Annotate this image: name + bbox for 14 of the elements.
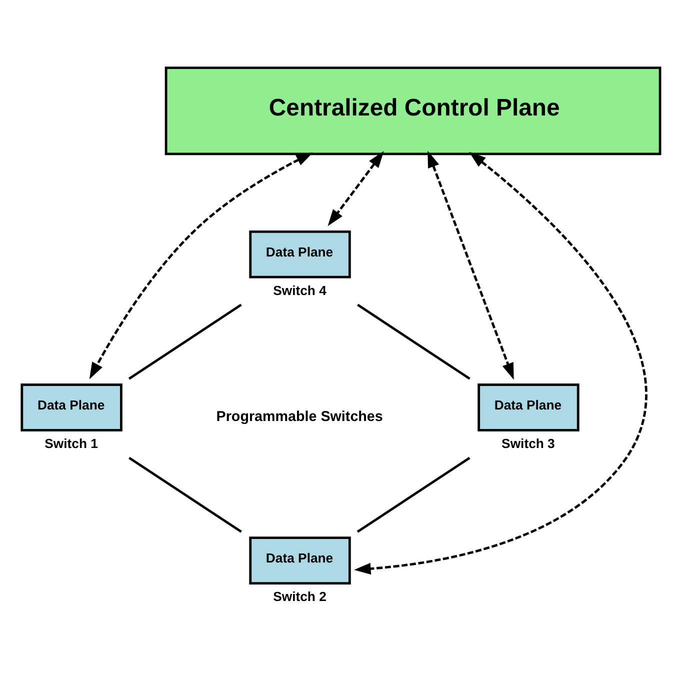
arrow (354, 151, 647, 574)
connector (128, 303, 242, 380)
connector (128, 456, 242, 532)
connector (356, 456, 470, 532)
node-box: Centralized Control Plane (164, 66, 662, 155)
connector (357, 303, 470, 380)
node-label: Switch 3 (502, 435, 555, 450)
label: Programmable Switches (216, 408, 383, 424)
arrow (89, 152, 313, 379)
node-label: Switch 4 (273, 282, 326, 298)
node-label: Switch 2 (273, 588, 326, 604)
arrow (428, 150, 514, 380)
arrow (328, 150, 384, 226)
node-label: Switch 1 (44, 435, 98, 450)
